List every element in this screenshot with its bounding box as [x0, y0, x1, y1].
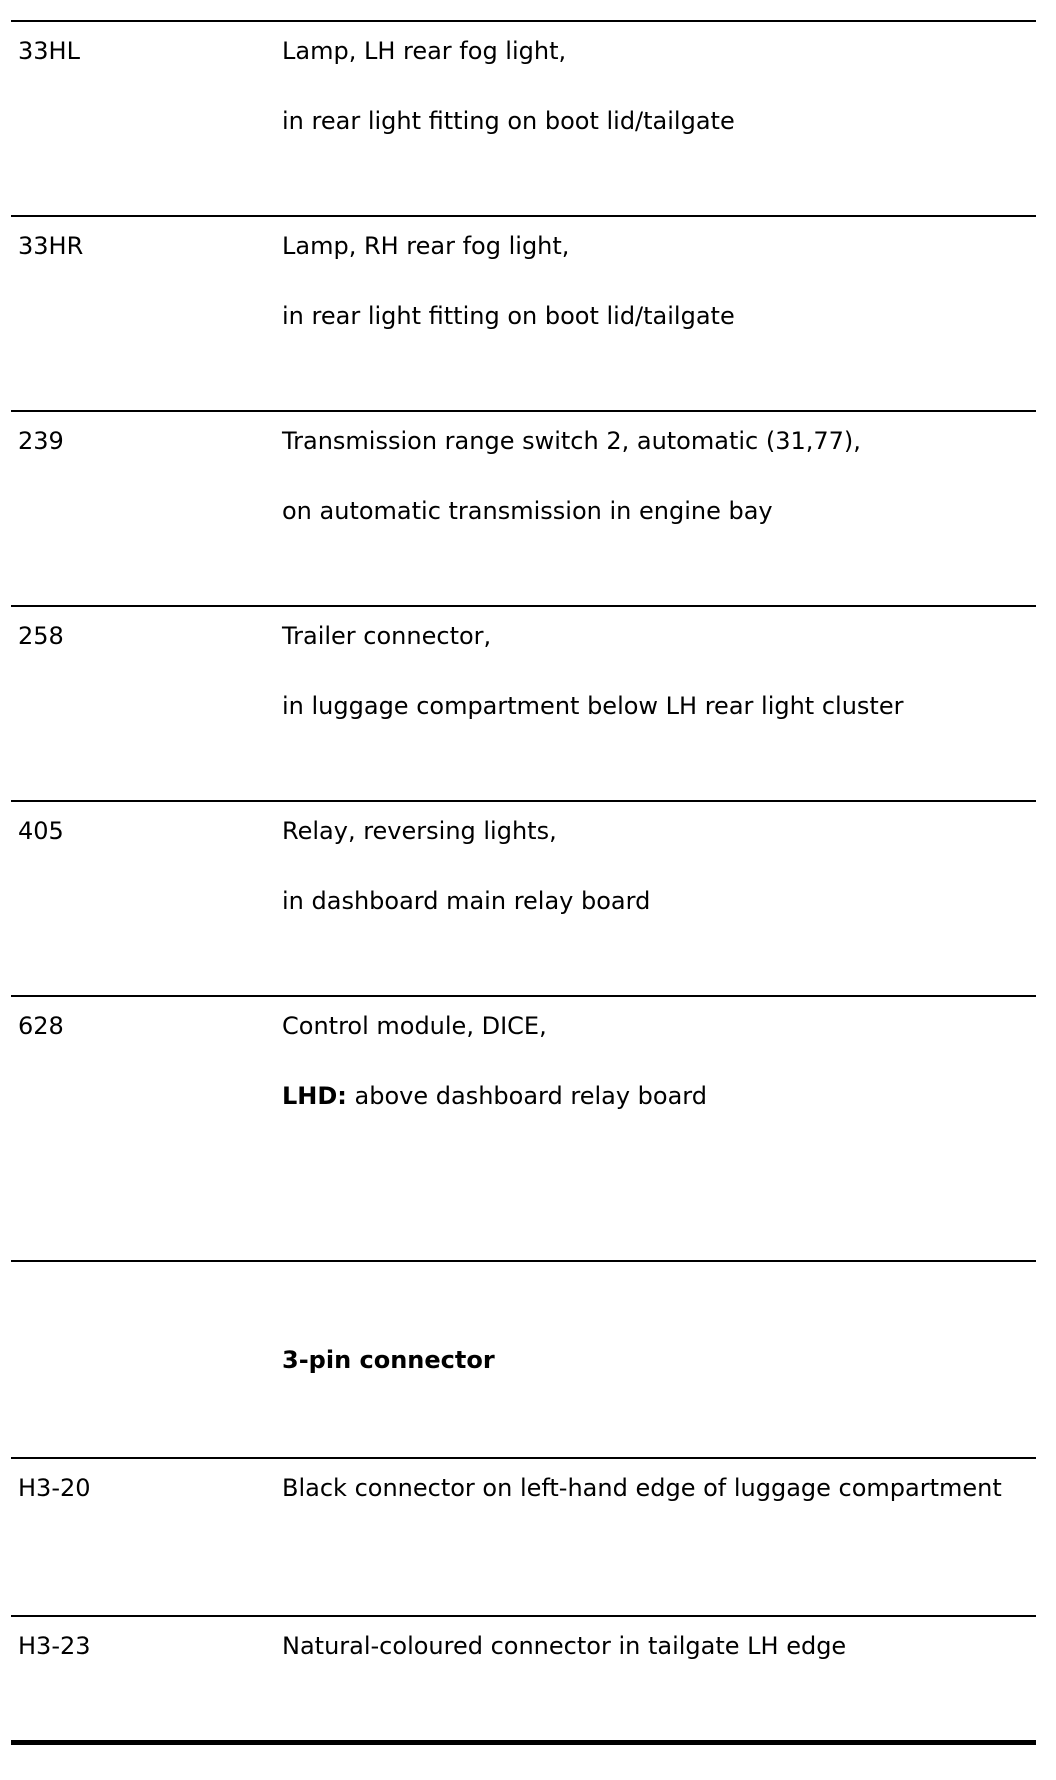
component-description: Relay, reversing lights, — [282, 817, 557, 845]
table-row: 258 Trailer connector, in luggage compar… — [11, 605, 1036, 802]
component-code: 239 — [18, 427, 64, 455]
component-code: 258 — [18, 622, 64, 650]
component-location: on automatic transmission in engine bay — [282, 497, 773, 525]
table-bottom-rule — [11, 1740, 1036, 1745]
component-code: 628 — [18, 1012, 64, 1040]
lhd-label: LHD: — [282, 1082, 347, 1110]
table-row: H3-23 Natural-coloured connector in tail… — [11, 1615, 1036, 1742]
connector-description: Black connector on left-hand edge of lug… — [282, 1474, 1002, 1502]
component-description: Control module, DICE, — [282, 1012, 547, 1040]
component-location: in rear light fitting on boot lid/tailga… — [282, 302, 735, 330]
component-code: 405 — [18, 817, 64, 845]
component-description: Lamp, RH rear fog light, — [282, 232, 570, 260]
component-description: Lamp, LH rear fog light, — [282, 37, 567, 65]
connector-description: Natural-coloured connector in tailgate L… — [282, 1632, 847, 1660]
table-row: H3-20 Black connector on left-hand edge … — [11, 1457, 1036, 1617]
section-heading: 3-pin connector — [282, 1346, 495, 1374]
table-row: 405 Relay, reversing lights, in dashboar… — [11, 800, 1036, 997]
component-location: in dashboard main relay board — [282, 887, 651, 915]
component-location: LHD: above dashboard relay board — [282, 1079, 1032, 1113]
component-location: in luggage compartment below LH rear lig… — [282, 692, 904, 720]
component-code: 33HL — [18, 37, 80, 65]
component-description: Transmission range switch 2, automatic (… — [282, 427, 861, 455]
table-row: 628 Control module, DICE, LHD: above das… — [11, 995, 1036, 1262]
table-row: 33HR Lamp, RH rear fog light, in rear li… — [11, 215, 1036, 412]
component-code: 33HR — [18, 232, 84, 260]
connector-code: H3-20 — [18, 1474, 91, 1502]
component-description: Trailer connector, — [282, 622, 492, 650]
table-row: 239 Transmission range switch 2, automat… — [11, 410, 1036, 607]
table-row: 33HL Lamp, LH rear fog light, in rear li… — [11, 20, 1036, 217]
lhd-location: above dashboard relay board — [346, 1082, 707, 1110]
component-location: in rear light fitting on boot lid/tailga… — [282, 107, 735, 135]
section-row: 3-pin connector — [11, 1260, 1036, 1459]
connector-code: H3-23 — [18, 1632, 91, 1660]
